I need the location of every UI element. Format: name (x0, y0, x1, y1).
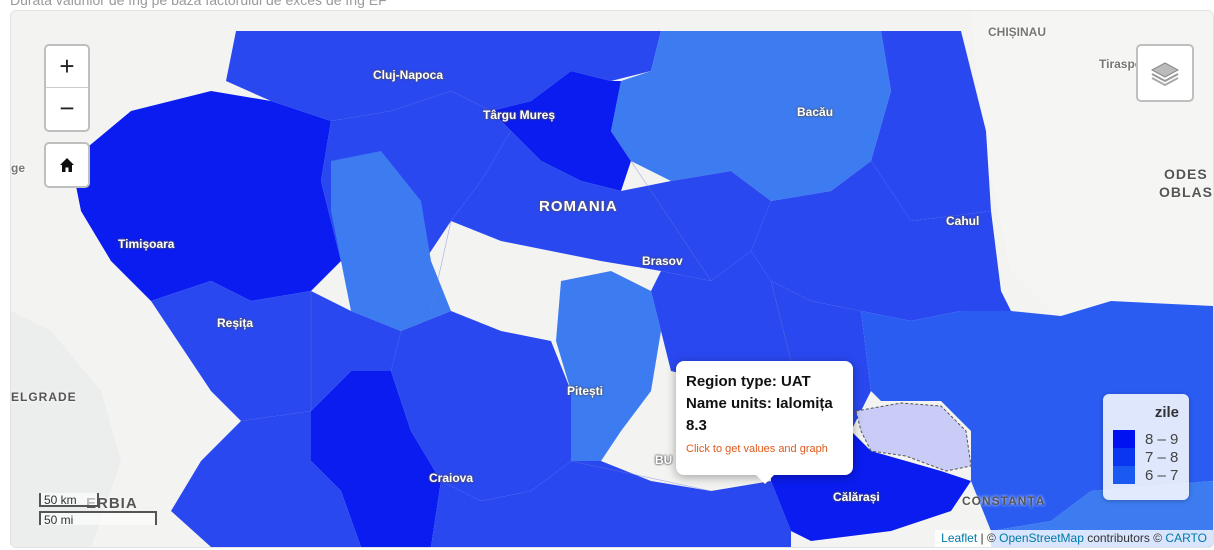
map-caption: Durata valurilor de frig pe baza factoru… (10, 0, 387, 8)
label-romania: ROMANIA (539, 198, 618, 215)
label-resita: Reșița (217, 316, 254, 330)
legend-label: 8 – 9 (1145, 431, 1179, 448)
label-calarasi: Călărași (833, 490, 880, 504)
label-cluj-napoca: Cluj-Napoca (373, 68, 444, 82)
label-craiova: Craiova (429, 471, 474, 485)
zoom-control: + − (44, 44, 90, 132)
legend-item: 7 – 8 (1113, 448, 1183, 466)
legend-swatch (1113, 430, 1135, 448)
leaflet-link[interactable]: Leaflet (941, 531, 978, 545)
map-container[interactable]: CHIȘINAU Tiraspo Cluj-Napoca Târgu Mureș… (10, 10, 1214, 548)
legend-swatch (1113, 448, 1135, 466)
zoom-in-button[interactable]: + (46, 46, 88, 88)
popup-value: 8.3 (686, 417, 707, 434)
home-button[interactable] (44, 142, 90, 188)
carto-link[interactable]: CARTO (1165, 531, 1207, 545)
choropleth-map[interactable] (11, 11, 1213, 547)
label-constanta: CONSTANȚA (962, 494, 1046, 508)
region-popup: Region type: UAT Name units: Ialomița 8.… (676, 361, 853, 484)
label-bucuresti: BU (655, 453, 673, 467)
popup-graph-link[interactable]: Click to get values and graph (686, 443, 828, 455)
label-tiraspol: Tiraspo (1099, 57, 1143, 71)
layers-button[interactable] (1136, 44, 1194, 102)
label-timisoara: Timișoara (118, 237, 175, 251)
openstreetmap-link[interactable]: OpenStreetMap (999, 531, 1084, 545)
label-belgrade: ELGRADE (11, 390, 77, 404)
label-chisinau: CHIȘINAU (988, 25, 1047, 39)
layers-icon (1150, 62, 1180, 87)
region-polygons[interactable] (71, 31, 1213, 547)
attribution-separator: | © (977, 531, 1000, 545)
label-bacau: Bacău (797, 105, 834, 119)
map-legend: zile 8 – 9 7 – 8 6 – 7 (1103, 394, 1189, 500)
attribution-contributors: contributors © (1083, 531, 1166, 545)
legend-label: 6 – 7 (1145, 467, 1179, 484)
label-ge: ge (11, 161, 26, 175)
scale-km: 50 km (39, 493, 99, 507)
label-odesa: ODES (1164, 166, 1208, 182)
legend-item: 8 – 9 (1113, 430, 1183, 448)
legend-title: zile (1154, 404, 1179, 421)
popup-region-type: Region type: UAT (686, 373, 811, 390)
label-pitesti: Pitești (567, 384, 604, 398)
legend-item: 6 – 7 (1113, 466, 1183, 484)
legend-label: 7 – 8 (1145, 449, 1179, 466)
label-brasov: Brasov (642, 254, 683, 268)
zoom-out-button[interactable]: − (59, 93, 75, 123)
map-attribution: Leaflet | © OpenStreetMap contributors ©… (935, 530, 1213, 547)
popup-tip (756, 475, 774, 484)
scale-mi: 50 mi (39, 511, 157, 527)
legend-swatch (1113, 466, 1135, 484)
label-targu-mures: Târgu Mureș (483, 108, 556, 122)
popup-name-units: Name units: Ialomița (686, 395, 833, 412)
label-cahul: Cahul (946, 214, 980, 228)
label-odesa-oblast: OBLAS (1159, 184, 1213, 200)
home-icon (60, 158, 74, 172)
